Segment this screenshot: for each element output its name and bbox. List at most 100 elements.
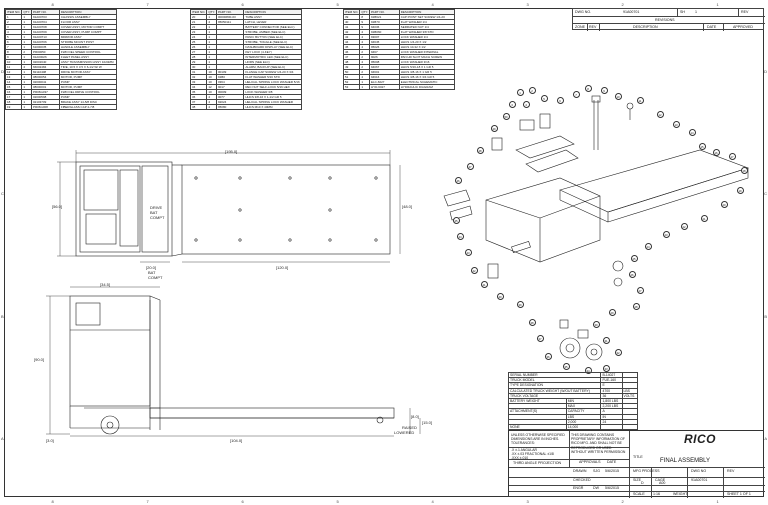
mfg-label: MFG PROCESS — [633, 469, 660, 473]
item-balloon: 4 — [522, 100, 530, 108]
drawn-label: DRAWN — [573, 469, 587, 473]
spec-cell: CALCULATED TRUCK WEIGHT (W/OUT BATTERY) — [507, 387, 602, 394]
drawing-title: FINAL ASSEMBLY — [660, 458, 711, 464]
bom-cell: 19 — [4, 104, 23, 110]
item-balloon: 23 — [662, 230, 670, 238]
zone-row-C: C — [1, 191, 4, 197]
spec-cell — [600, 423, 623, 431]
zone-col-2: 2 — [621, 499, 624, 504]
dim-raised-label: RAISED — [402, 425, 417, 430]
item-balloon: 42 — [470, 266, 478, 274]
zone-row-C: C — [764, 191, 767, 197]
item-balloon: 22 — [680, 222, 688, 230]
bom-cell: 38 — [189, 104, 208, 110]
scale-value: 1:16 — [653, 492, 660, 496]
item-balloon: 46 — [454, 176, 462, 184]
item-balloon: 28 — [632, 302, 640, 310]
item-balloon: 27 — [636, 286, 644, 294]
item-balloon: 33 — [602, 364, 610, 372]
checked-label: CHECKED — [573, 478, 591, 482]
dwg-value: 91A00701 — [691, 478, 708, 482]
item-balloon: 31 — [602, 336, 610, 344]
dim-lower-length: [34.5] — [100, 282, 111, 287]
item-balloon: 37 — [536, 334, 544, 342]
item-balloon: 2 — [528, 86, 536, 94]
zone-col-5: 5 — [336, 499, 339, 504]
cage-value: A00 — [659, 481, 666, 485]
engr-label: ENGR — [573, 486, 584, 490]
drawn-by: SJG — [593, 469, 600, 473]
dim-inner-width: [120.0] — [276, 265, 289, 270]
rev-dwgno: 91A00701 — [623, 10, 640, 14]
zone-col-1: 1 — [716, 499, 719, 504]
item-balloon: 7 — [572, 90, 580, 98]
dim-ground: [3.0] — [46, 438, 54, 443]
rev-zone-col: ZONE — [575, 25, 585, 29]
rev-rev-label: REV — [741, 10, 749, 14]
weight-label: WEIGHT — [673, 492, 688, 496]
zone-col-2: 2 — [621, 2, 624, 7]
dim-left-height: [90.0] — [34, 357, 45, 362]
zone-col-3: 3 — [526, 499, 529, 504]
spec-cell — [621, 423, 638, 431]
rev-label: REV — [727, 469, 735, 473]
item-balloon: 11 — [636, 96, 644, 104]
item-balloon: 47 — [466, 162, 474, 170]
item-balloon: 36 — [544, 352, 552, 360]
item-balloon: 41 — [480, 280, 488, 288]
rev-date-col: DATE — [707, 25, 717, 29]
drive-compartment-label: DRIVE BAT COMPT — [150, 205, 165, 220]
item-balloon: 26 — [628, 270, 636, 278]
drawn-date: 5/6/2015 — [605, 469, 619, 473]
engr-date: 5/6/2015 — [605, 486, 619, 490]
item-balloon: 43 — [464, 248, 472, 256]
rev-rev-col: REV — [589, 25, 597, 29]
revisions-label: REVISIONS — [655, 17, 675, 22]
zone-col-4: 4 — [431, 2, 434, 7]
dim-right-height-2: [15.0] — [422, 420, 433, 425]
item-balloon: 5 — [540, 94, 548, 102]
zone-row-D: D — [1, 69, 4, 75]
item-balloon: 38 — [528, 318, 536, 326]
spec-cell: NONE — [508, 423, 567, 431]
item-balloon: 8 — [584, 84, 592, 92]
tolerances: .X ±.1 ANGULAR .XX ±.03 FRACTIONAL ±1/8 … — [511, 448, 554, 461]
item-balloon: 35 — [562, 362, 570, 370]
dim-lowered-label: LOWERED — [394, 430, 415, 435]
item-balloon: 25 — [630, 254, 638, 262]
bom-header-row: ITEM NO.QTY.PART NO.DESCRIPTION — [189, 9, 302, 15]
item-balloon: 20 — [720, 200, 728, 208]
zone-col-6: 6 — [241, 2, 244, 7]
zone-col-4: 4 — [431, 499, 434, 504]
zone-row-B: B — [764, 313, 767, 319]
zone-col-1: 1 — [716, 2, 719, 7]
size-value: D — [641, 481, 644, 485]
bom-cell: HHCS M10 X 40MM — [243, 104, 302, 110]
rev-sh: 1 — [695, 10, 697, 14]
engr-by: DW — [593, 486, 599, 490]
zone-row-A: A — [1, 435, 4, 441]
revision-block: DWG NO. 91A00701 SH 1 REV REVISIONS ZONE… — [572, 8, 765, 31]
dim-right-height-1: [8.0] — [411, 414, 419, 419]
zone-col-7: 7 — [146, 2, 149, 7]
item-balloon: 39 — [516, 300, 524, 308]
sheet-label: SHEET 1 OF 1 — [727, 492, 751, 496]
zone-col-7: 7 — [146, 499, 149, 504]
zone-col-6: 6 — [241, 499, 244, 504]
item-balloon: 30 — [592, 320, 600, 328]
notes-left: UNLESS OTHERWISE SPECIFIED DIMENSIONS AR… — [511, 433, 565, 446]
item-balloon: 24 — [644, 242, 652, 250]
dim-top-length: [195.0] — [225, 149, 238, 154]
cage-label: CAGE — [655, 478, 666, 482]
zone-row-B: B — [1, 313, 4, 319]
item-balloon: 12 — [656, 110, 664, 118]
item-balloon: 50 — [502, 112, 510, 120]
item-balloon: 32 — [614, 348, 622, 356]
